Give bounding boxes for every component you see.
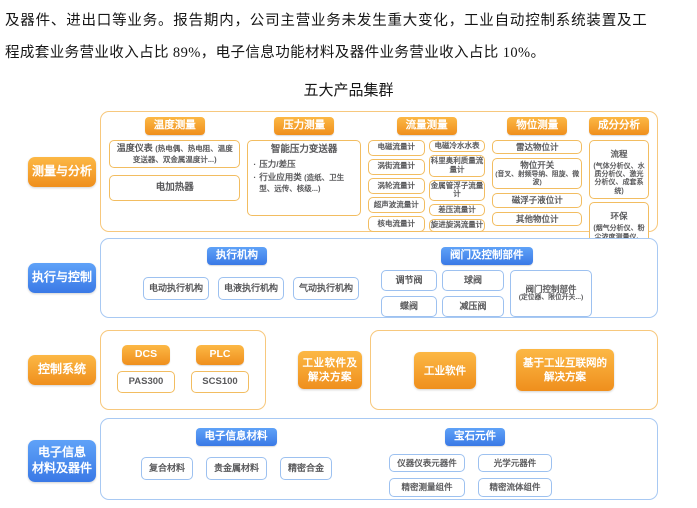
pressure-transmitter-box: 智能压力变送器 · 压力/差压 · 行业应用类 (造纸、卫生型、远传、核级...… — [247, 139, 361, 216]
material-item: 贵金属材料 — [206, 456, 268, 480]
level-switch-box: 物位开关 (音叉、射频导纳、阻旋、微波) — [492, 158, 583, 190]
valve-control-box: 阀门控制部件 (定位器、限位开关...) — [510, 269, 592, 317]
row-label-electronic-materials: 电子信息 材料及器件 — [28, 440, 96, 482]
measure-analysis-panel: 温度测量 温度仪表 (热电偶、热电阻、温度变送器、双金属温度计...) 电加热器… — [100, 111, 658, 282]
material-item: 复合材料 — [141, 456, 194, 480]
electronic-materials-panel: 电子信息材料 复合材料 贵金属材料 精密合金 宝石元件 仪器仪表元器件 光学元器… — [100, 418, 658, 500]
flow-item: 核电流量计 — [367, 215, 425, 233]
valve-section: 阀门及控制部件 调节阀 球阀 蝶阀 减压阀 阀门控制部件 (定位器、限位开关..… — [381, 247, 592, 318]
temperature-meter-sub: (热电偶、热电阻、温度变送器、双金属温度计...) — [132, 143, 233, 164]
pressure-bullet-2-main: 行业应用类 — [259, 172, 302, 183]
actuator-header: 执行机构 — [207, 247, 267, 265]
actuator-section: 执行机构 电动执行机构 电液执行机构 气动执行机构 — [143, 247, 360, 300]
flow-item: 差压流量计 — [428, 203, 486, 217]
dcs-header: DCS — [122, 345, 170, 365]
paragraph-line-1: 及器件、进出口等业务。报告期内，公司主营业务未发生重大变化，工业自动控制系统装置… — [5, 13, 648, 29]
flow-column: 流量测量 电磁流量计 涡街流量计 涡轮流量计 超声波流量计 核电流量计 电磁冷水… — [367, 117, 486, 233]
gem-header: 宝石元件 — [445, 428, 505, 446]
flow-item: 电磁流量计 — [367, 139, 425, 156]
paragraph-line-2: 程成套业务营业收入占比 89%，电子信息功能材料及器件业务营业收入占比 10%。 — [5, 45, 546, 61]
pressure-bullet-2-sub: (造纸、卫生型、远传、核级...) — [259, 173, 345, 193]
gem-item: 仪器仪表元器件 — [389, 453, 465, 473]
flow-left-list: 电磁流量计 涡街流量计 涡轮流量计 超声波流量计 核电流量计 — [367, 139, 425, 233]
pressure-bullet-2: · 行业应用类 (造纸、卫生型、远传、核级...) — [253, 172, 355, 193]
flow-item: 涡轮流量计 — [367, 177, 425, 194]
software-panel: 工业软件 基于工业互联网的解决方案 — [370, 330, 658, 410]
row-label-execute-control: 执行与控制 — [28, 263, 96, 293]
analysis-column: 成分分析 流程 (气体分析仪、水质分析仪、激光分析仪、成套系统) 环保 (烟气分… — [589, 117, 650, 282]
valve-item: 球阀 — [442, 269, 504, 291]
analysis-header: 成分分析 — [589, 117, 650, 135]
materials-header: 电子信息材料 — [195, 428, 277, 446]
actuator-item: 气动执行机构 — [293, 276, 360, 300]
actuator-item: 电液执行机构 — [218, 276, 285, 300]
dcs-item: PAS300 — [117, 370, 175, 393]
execute-control-panel: 执行机构 电动执行机构 电液执行机构 气动执行机构 阀门及控制部件 调节阀 球阀… — [100, 238, 658, 318]
valve-item: 减压阀 — [442, 295, 504, 318]
flow-item: 超声波流量计 — [367, 196, 425, 213]
flow-item: 电磁冷水水表 — [428, 139, 486, 153]
gem-components-section: 宝石元件 仪器仪表元器件 光学元器件 精密测量组件 精密流体组件 — [389, 428, 561, 497]
level-switch-title: 物位开关 — [520, 160, 555, 171]
materials-section: 电子信息材料 复合材料 贵金属材料 精密合金 — [141, 428, 333, 480]
valve-control-title: 阀门控制部件 — [525, 283, 577, 294]
material-item: 精密合金 — [280, 456, 333, 480]
valve-control-sub: (定位器、限位开关...) — [518, 294, 584, 302]
row-label-control-system: 控制系统 — [28, 355, 96, 385]
level-header: 物位测量 — [507, 117, 568, 135]
bullet-dot: · — [253, 158, 257, 169]
valve-header: 阀门及控制部件 — [441, 247, 533, 265]
temperature-meter-title: 温度仪表 — [116, 142, 153, 153]
industrial-software-box: 工业软件 — [414, 351, 476, 389]
temperature-header: 温度测量 — [144, 117, 205, 135]
gem-item: 精密流体组件 — [478, 478, 552, 497]
figure-caption: 五大产品集群 — [303, 83, 394, 99]
gem-item: 光学元器件 — [478, 453, 552, 473]
bullet-dot: · — [253, 172, 257, 183]
flow-item: 金属管浮子流量计 — [428, 179, 486, 201]
level-item: 其他物位计 — [492, 211, 583, 227]
dcs-plc-panel: DCS PAS300 PLC SCS100 — [100, 330, 266, 410]
dcs-group: DCS PAS300 — [117, 345, 175, 393]
actuator-item: 电动执行机构 — [143, 276, 210, 300]
pressure-bullet-2-text: 行业应用类 (造纸、卫生型、远传、核级...) — [259, 172, 355, 193]
analysis-item-title: 流程 — [610, 148, 628, 159]
industrial-software-solutions-badge: 工业软件及解决方案 — [298, 351, 362, 390]
gem-item: 精密测量组件 — [389, 478, 465, 497]
pressure-column: 压力测量 智能压力变送器 · 压力/差压 · 行业应用类 (造纸、卫生型、远传、… — [247, 117, 361, 224]
flow-item: 科里奥利质量流量计 — [428, 155, 486, 177]
flow-item: 涡街流量计 — [367, 158, 425, 175]
row-label-measure-analysis: 测量与分析 — [28, 157, 96, 187]
level-item: 磁浮子液位计 — [492, 193, 583, 208]
plc-header: PLC — [196, 345, 244, 365]
pressure-bullet-1-text: 压力/差压 — [259, 158, 296, 169]
pressure-bullet-1: · 压力/差压 — [253, 159, 355, 170]
row-label-line2: 材料及器件 — [31, 461, 92, 475]
level-switch-sub: (音叉、射频导纳、阻旋、微波) — [495, 170, 580, 187]
analysis-item-sub: (气体分析仪、水质分析仪、激光分析仪、成套系统) — [593, 162, 645, 195]
electric-heater-box: 电加热器 — [109, 175, 241, 202]
valve-item: 蝶阀 — [381, 295, 437, 318]
pressure-transmitter-title: 智能压力变送器 — [270, 143, 338, 155]
temperature-column: 温度测量 温度仪表 (热电偶、热电阻、温度变送器、双金属温度计...) 电加热器 — [109, 117, 241, 224]
plc-item: SCS100 — [191, 370, 249, 393]
row-label-line1: 电子信息 — [37, 445, 86, 460]
flow-header: 流量测量 — [396, 117, 457, 135]
flow-right-list: 电磁冷水水表 科里奥利质量流量计 金属管浮子流量计 差压流量计 旋进旋涡流量计 — [428, 139, 486, 233]
temperature-meter-box: 温度仪表 (热电偶、热电阻、温度变送器、双金属温度计...) — [109, 139, 241, 169]
analysis-item-process: 流程 (气体分析仪、水质分析仪、激光分析仪、成套系统) — [589, 139, 650, 200]
analysis-item-title: 环保 — [610, 211, 628, 222]
flow-item: 旋进旋涡流量计 — [428, 219, 486, 233]
plc-group: PLC SCS100 — [191, 345, 249, 393]
level-column: 物位测量 雷达物位计 物位开关 (音叉、射频导纳、阻旋、微波) 磁浮子液位计 其… — [492, 117, 583, 227]
level-item: 雷达物位计 — [492, 139, 583, 155]
valve-item: 调节阀 — [381, 269, 437, 291]
iiot-solutions-box: 基于工业互联网的解决方案 — [516, 348, 614, 392]
pressure-header: 压力测量 — [274, 117, 335, 135]
